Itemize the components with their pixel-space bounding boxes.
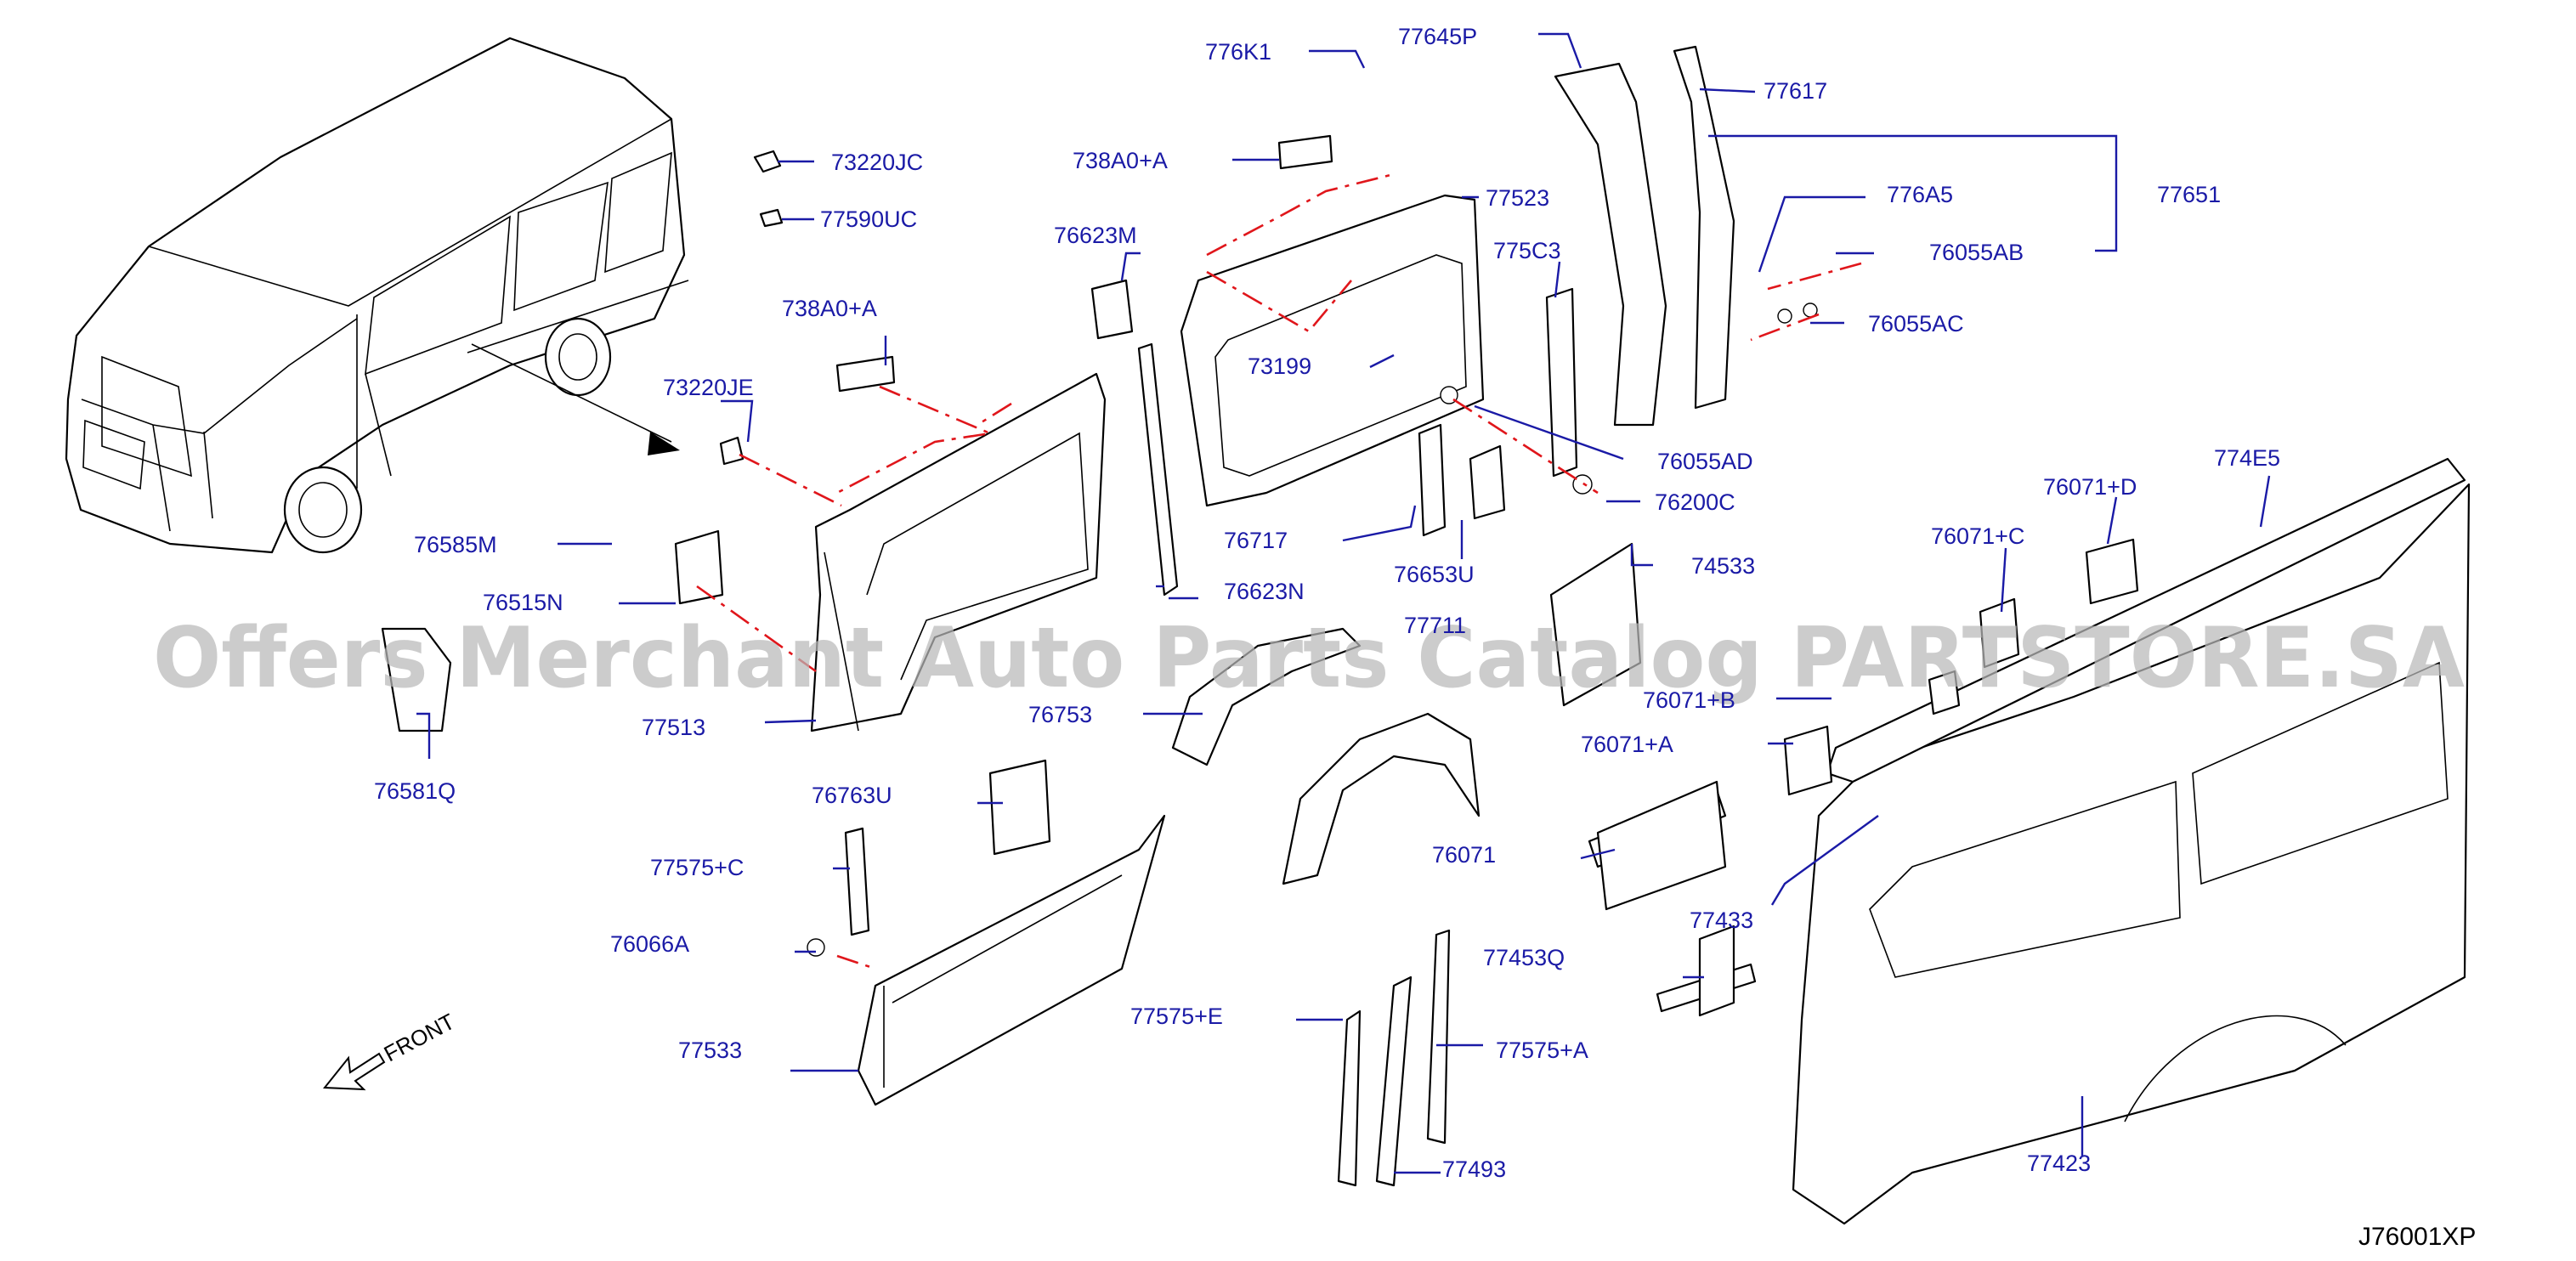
label-77590UC[interactable]: 77590UC [820, 206, 917, 232]
label-77453Q[interactable]: 77453Q [1483, 945, 1565, 970]
label-77575-E[interactable]: 77575+E [1130, 1004, 1223, 1029]
label-77711[interactable]: 77711 [1404, 613, 1466, 638]
label-77523[interactable]: 77523 [1486, 185, 1549, 211]
label-76055AB[interactable]: 76055AB [1929, 240, 2024, 265]
label-76763U[interactable]: 76763U [812, 783, 892, 808]
label-77575-C[interactable]: 77575+C [650, 855, 744, 880]
label-76653U[interactable]: 76653U [1394, 562, 1475, 587]
label-76071-D[interactable]: 76071+D [2043, 474, 2137, 500]
label-77423[interactable]: 77423 [2027, 1151, 2091, 1176]
label-76623N[interactable]: 76623N [1224, 579, 1305, 604]
label-76515N[interactable]: 76515N [483, 590, 563, 615]
label-73220JE[interactable]: 73220JE [663, 375, 754, 400]
label-77617[interactable]: 77617 [1764, 78, 1827, 104]
label-76585M[interactable]: 76585M [414, 532, 497, 557]
label-77493[interactable]: 77493 [1442, 1156, 1506, 1182]
watermark-text: Offers Merchant Auto Parts Catalog PARTS… [153, 610, 2465, 707]
label-774E5[interactable]: 774E5 [2214, 445, 2280, 471]
front-indicator: FRONT [322, 1009, 459, 1091]
front-arrow-icon [322, 1052, 386, 1091]
parts-drawings [381, 45, 2471, 1225]
diagram-reference-code: J76001XP [2358, 1223, 2476, 1251]
label-76055AD[interactable]: 76055AD [1657, 449, 1753, 474]
label-76071-B[interactable]: 76071+B [1643, 687, 1735, 713]
assembly-dash-lines [696, 172, 1862, 970]
label-77433[interactable]: 77433 [1690, 908, 1753, 933]
label-76066A[interactable]: 76066A [610, 931, 689, 957]
label-738A0-A-mid[interactable]: 738A0+A [782, 296, 877, 321]
label-76753[interactable]: 76753 [1028, 702, 1092, 727]
front-label: FRONT [380, 1009, 459, 1067]
label-738A0-A-top[interactable]: 738A0+A [1073, 148, 1168, 173]
label-76071-C[interactable]: 76071+C [1931, 523, 2024, 549]
label-73199[interactable]: 73199 [1248, 353, 1311, 379]
label-76071-A[interactable]: 76071+A [1581, 732, 1673, 757]
label-73220JC[interactable]: 73220JC [831, 150, 923, 175]
label-776K1[interactable]: 776K1 [1205, 39, 1271, 65]
label-74533[interactable]: 74533 [1691, 553, 1755, 579]
van-illustration [65, 37, 689, 554]
label-77575-A[interactable]: 77575+A [1496, 1038, 1588, 1063]
label-77513[interactable]: 77513 [642, 715, 705, 740]
leader-lines [416, 32, 2271, 1174]
label-76623M[interactable]: 76623M [1054, 223, 1137, 248]
label-76200C[interactable]: 76200C [1655, 489, 1735, 515]
label-76055AC[interactable]: 76055AC [1868, 311, 1964, 336]
label-76071[interactable]: 76071 [1432, 842, 1496, 868]
part-labels: 776K1 77645P 77617 73220JC 738A0+A 77590… [374, 24, 2280, 1182]
label-76581Q[interactable]: 76581Q [374, 778, 456, 804]
label-76717[interactable]: 76717 [1224, 528, 1288, 553]
label-775C3[interactable]: 775C3 [1493, 238, 1561, 263]
label-77645P[interactable]: 77645P [1398, 24, 1477, 49]
label-776A5[interactable]: 776A5 [1887, 182, 1953, 207]
label-77651[interactable]: 77651 [2157, 182, 2221, 207]
label-77533[interactable]: 77533 [678, 1038, 742, 1063]
